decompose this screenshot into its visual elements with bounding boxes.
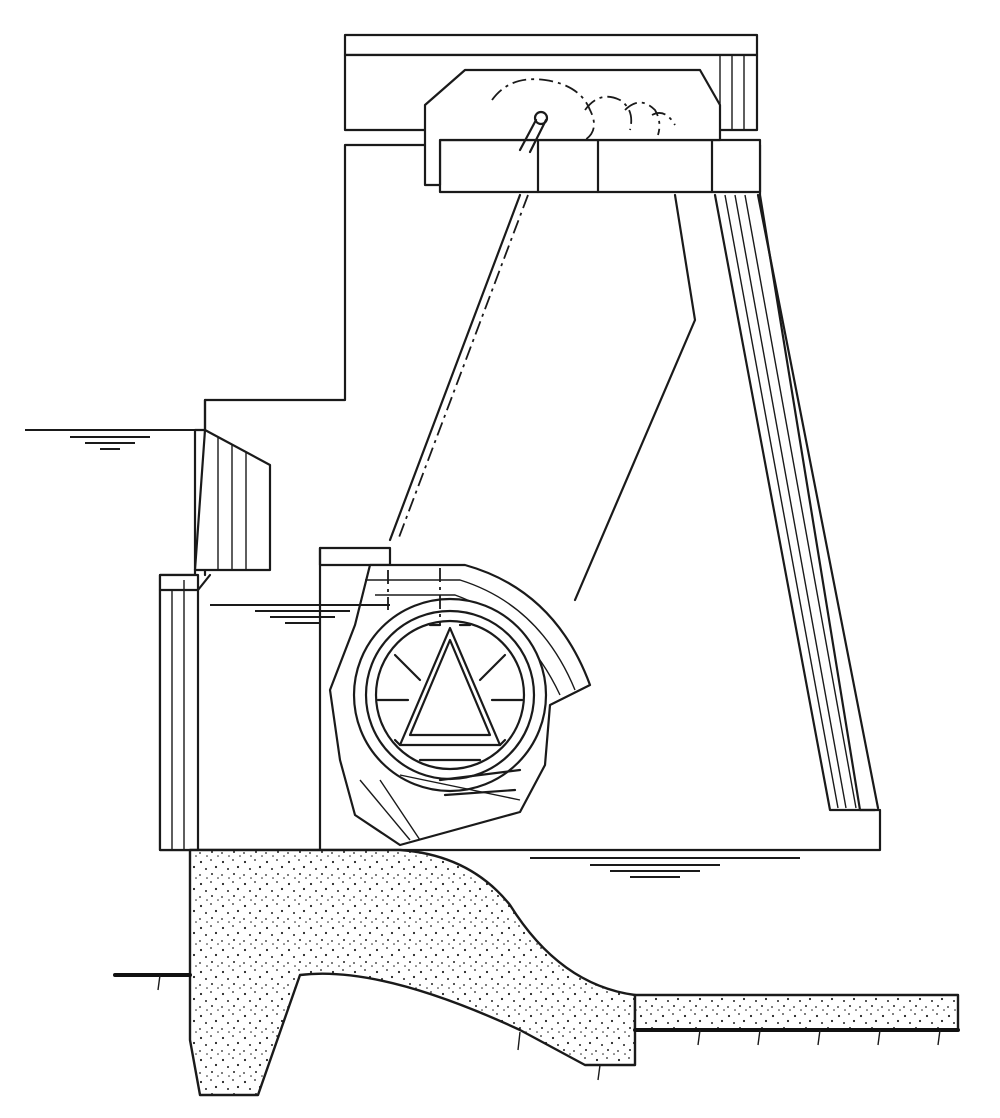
concrete-sill	[188, 848, 960, 1097]
roller-drum	[328, 563, 592, 847]
downstream-water-level	[210, 604, 390, 624]
hoist-machinery	[423, 68, 722, 187]
hoist-chain	[388, 193, 529, 542]
upstream-water-level	[25, 429, 200, 450]
pier-downstream-face	[573, 193, 880, 812]
tail-water-level	[530, 857, 800, 878]
riverbed	[113, 973, 960, 1081]
